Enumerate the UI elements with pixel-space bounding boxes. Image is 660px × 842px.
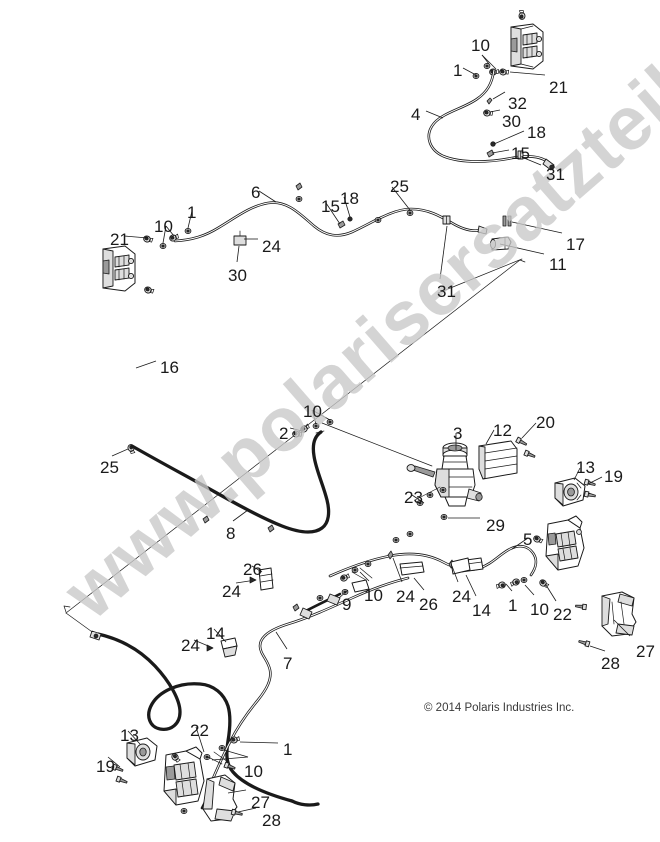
callout-label: 1 xyxy=(187,203,197,222)
callout-label: 29 xyxy=(486,516,505,535)
callout-label: 8 xyxy=(226,524,236,543)
callout-label: 5 xyxy=(523,530,533,549)
callout-label: 10 xyxy=(364,586,383,605)
callout-label: 9 xyxy=(342,595,352,614)
callout-label: 2 xyxy=(279,424,289,443)
callout-label: 31 xyxy=(546,165,565,184)
callout-label: 4 xyxy=(411,105,421,124)
callout-label: 18 xyxy=(340,189,359,208)
copyright-notice: © 2014 Polaris Industries Inc. xyxy=(424,702,575,714)
callout-label: 27 xyxy=(636,642,655,661)
callout-label: 15 xyxy=(511,144,530,163)
callout-label: 10 xyxy=(244,762,263,781)
callout-label: 1 xyxy=(283,740,293,759)
callout-label: 25 xyxy=(100,458,119,477)
callout-label: 28 xyxy=(262,811,281,830)
callout-label: 22 xyxy=(553,605,572,624)
callout-label: 23 xyxy=(404,488,423,507)
callout-label: 14 xyxy=(472,601,491,620)
callout-label: 27 xyxy=(251,793,270,812)
callout-label: 24 xyxy=(452,587,471,606)
callout-label: 16 xyxy=(160,358,179,377)
callout-label: 25 xyxy=(390,177,409,196)
callout-label: 6 xyxy=(251,183,261,202)
callout-label: 13 xyxy=(576,458,595,477)
callout-label: 22 xyxy=(190,721,209,740)
callout-label: 26 xyxy=(419,595,438,614)
callout-label: 10 xyxy=(530,600,549,619)
callout-label: 32 xyxy=(508,94,527,113)
callout-label: 1 xyxy=(508,596,518,615)
callout-label: 10 xyxy=(154,217,173,236)
callout-label: 18 xyxy=(527,123,546,142)
callout-label: 21 xyxy=(549,78,568,97)
callout-label: 30 xyxy=(502,112,521,131)
callout-label: 24 xyxy=(181,636,200,655)
callout-label: 31 xyxy=(437,282,456,301)
callout-label: 3 xyxy=(453,424,463,443)
callout-label: 17 xyxy=(566,235,585,254)
callout-label: 19 xyxy=(604,467,623,486)
callout-label: 12 xyxy=(493,421,512,440)
callout-label: 10 xyxy=(471,36,490,55)
callout-label: 14 xyxy=(206,624,225,643)
callout-label: 11 xyxy=(549,255,567,274)
callout-label: 28 xyxy=(601,654,620,673)
callout-label: 30 xyxy=(228,266,247,285)
callout-label: 20 xyxy=(536,413,555,432)
callout-label: 13 xyxy=(120,726,139,745)
callout-label: 10 xyxy=(303,402,322,421)
callout-label: 24 xyxy=(222,582,241,601)
callout-label: 15 xyxy=(321,197,340,216)
callout-label: 19 xyxy=(96,757,115,776)
callout-label: 24 xyxy=(396,587,415,606)
callout-label: 7 xyxy=(283,654,293,673)
callout-label: 21 xyxy=(110,230,129,249)
callout-label: 24 xyxy=(262,237,281,256)
callout-label: 26 xyxy=(243,560,262,579)
callout-label: 1 xyxy=(453,61,463,80)
